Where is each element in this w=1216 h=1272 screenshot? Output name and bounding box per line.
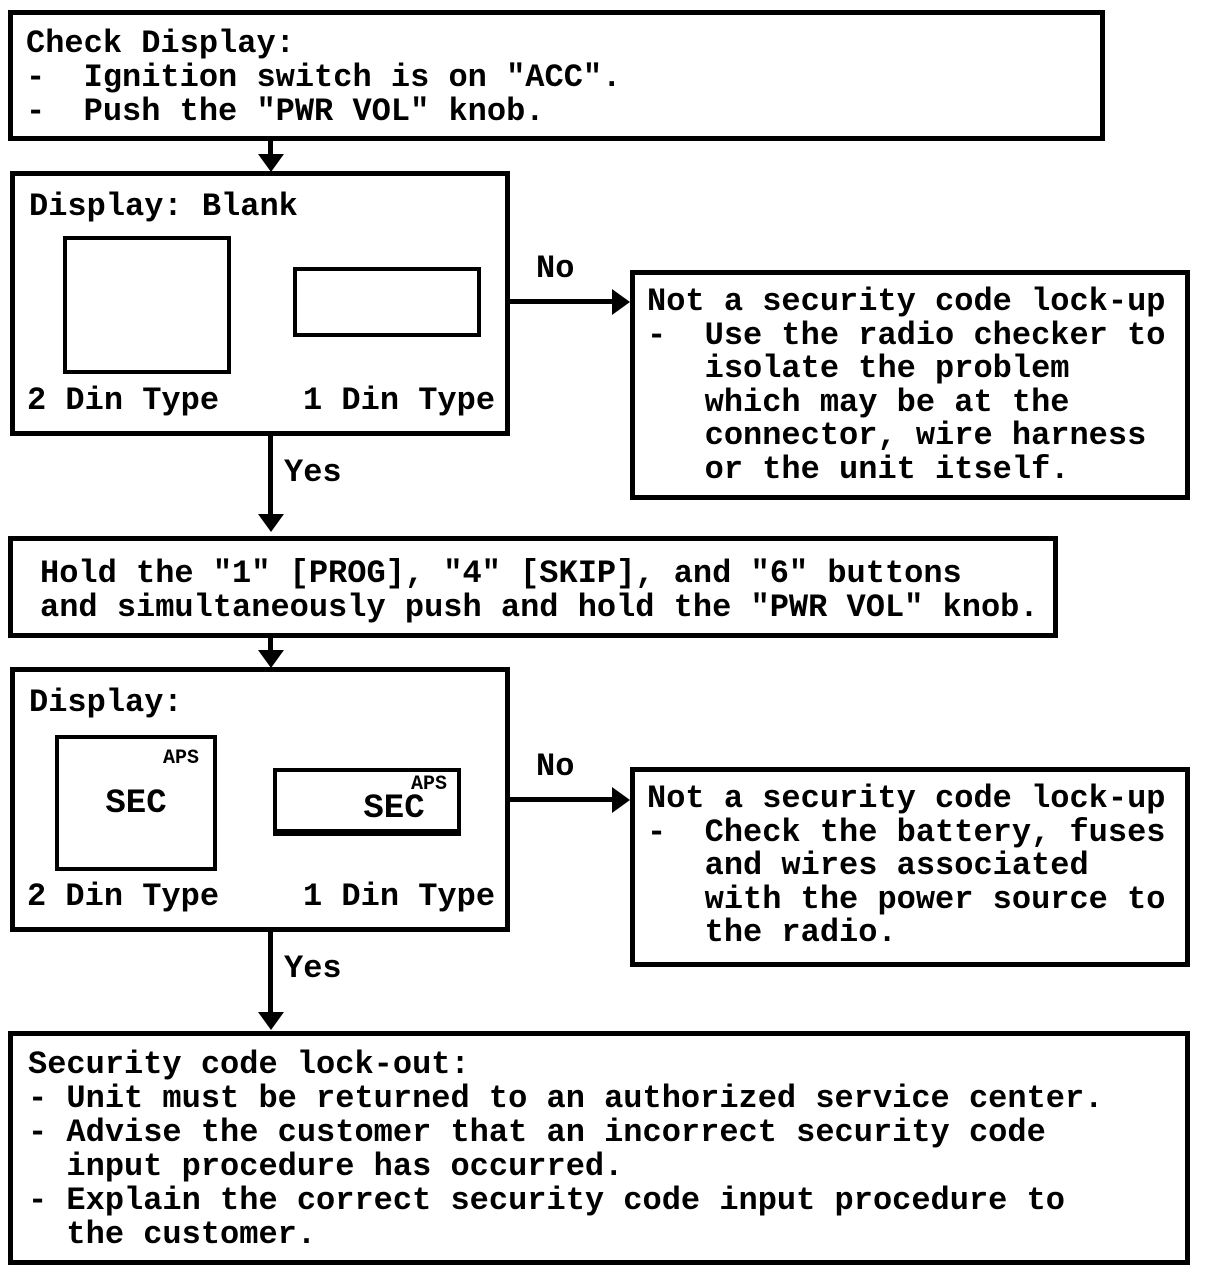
node-text-line: which may be at the [647, 383, 1070, 421]
edge-label-no-1: No [536, 250, 575, 287]
caption-2din: 2 Din Type [27, 382, 220, 419]
node-text-line: Check Display: [26, 25, 295, 62]
edge-no-1 [510, 299, 616, 304]
node-text-line: - Ignition switch is on "ACC". [26, 59, 622, 96]
node-text-line: - Check the battery, fuses [647, 813, 1166, 851]
node-check-display: Check Display: - Ignition switch is on "… [8, 10, 1105, 141]
node-text-line: and wires associated [647, 847, 1089, 884]
node-display-sec: Display: APS SEC APS SEC 2 Din Type 1 Di… [10, 667, 510, 932]
node-display-blank: Display: Blank 2 Din Type 1 Din Type [10, 171, 510, 436]
edge-check-to-blank [268, 141, 273, 157]
sec-segment: SEC [363, 790, 425, 828]
node-text-line: input procedure has occurred. [28, 1148, 624, 1185]
caption-2din: 2 Din Type [27, 878, 220, 915]
node-text-line: - Push the "PWR VOL" knob. [26, 93, 545, 130]
screen-1din-sec: APS SEC [273, 768, 461, 836]
node-text-line: with the power source to [647, 880, 1166, 918]
node-text-line: and simultaneously push and hold the "PW… [40, 589, 1039, 626]
sec-segment: SEC [105, 785, 167, 823]
node-text-line: Hold the "1" [PROG], "4" [SKIP], and "6"… [40, 555, 962, 592]
node-text-line: isolate the problem [647, 350, 1070, 387]
node-title: Display: [29, 684, 183, 721]
screen-1din-blank [293, 267, 481, 337]
node-title: Display: Blank [29, 188, 298, 225]
node-text-line: the radio. [647, 914, 897, 951]
right-arrowhead-icon [612, 289, 630, 315]
aps-indicator: APS [162, 747, 199, 770]
node-text-line: the customer. [28, 1216, 317, 1253]
down-arrowhead-icon [258, 514, 284, 532]
node-text-line: Not a security code lock-up [647, 283, 1166, 320]
edge-label-yes-1: Yes [284, 454, 342, 491]
edge-hold-to-sec [268, 638, 273, 652]
edge-yes-2 [268, 932, 273, 1014]
node-security-lockout: Security code lock-out: - Unit must be r… [8, 1031, 1190, 1265]
down-arrowhead-icon [258, 1012, 284, 1030]
node-text-line: - Explain the correct security code inpu… [28, 1182, 1065, 1219]
edge-yes-1 [268, 436, 273, 516]
down-arrowhead-icon [258, 154, 284, 172]
node-text-line: - Use the radio checker to [647, 316, 1166, 354]
node-text-line: Security code lock-out: [28, 1046, 470, 1083]
edge-label-no-2: No [536, 748, 575, 785]
node-text-line: connector, wire harness [647, 417, 1147, 454]
screen-2din-blank [63, 236, 231, 374]
node-not-lockup-checker: Not a security code lock-up - Use the ra… [630, 270, 1190, 500]
right-arrowhead-icon [612, 787, 630, 813]
node-hold-buttons: Hold the "1" [PROG], "4" [SKIP], and "6"… [8, 536, 1058, 638]
edge-no-2 [510, 797, 616, 802]
down-arrowhead-icon [258, 650, 284, 668]
aps-indicator: APS [410, 773, 447, 796]
node-text-line: or the unit itself. [647, 450, 1070, 488]
node-text-line: Not a security code lock-up [647, 780, 1166, 817]
caption-1din: 1 Din Type [303, 382, 496, 419]
screen-2din-sec: APS SEC [55, 735, 217, 871]
node-text-line: - Unit must be returned to an authorized… [28, 1080, 1104, 1117]
node-text-line: - Advise the customer that an incorrect … [28, 1114, 1046, 1151]
node-not-lockup-power: Not a security code lock-up - Check the … [630, 767, 1190, 967]
caption-1din: 1 Din Type [303, 878, 496, 915]
edge-label-yes-2: Yes [284, 950, 342, 987]
